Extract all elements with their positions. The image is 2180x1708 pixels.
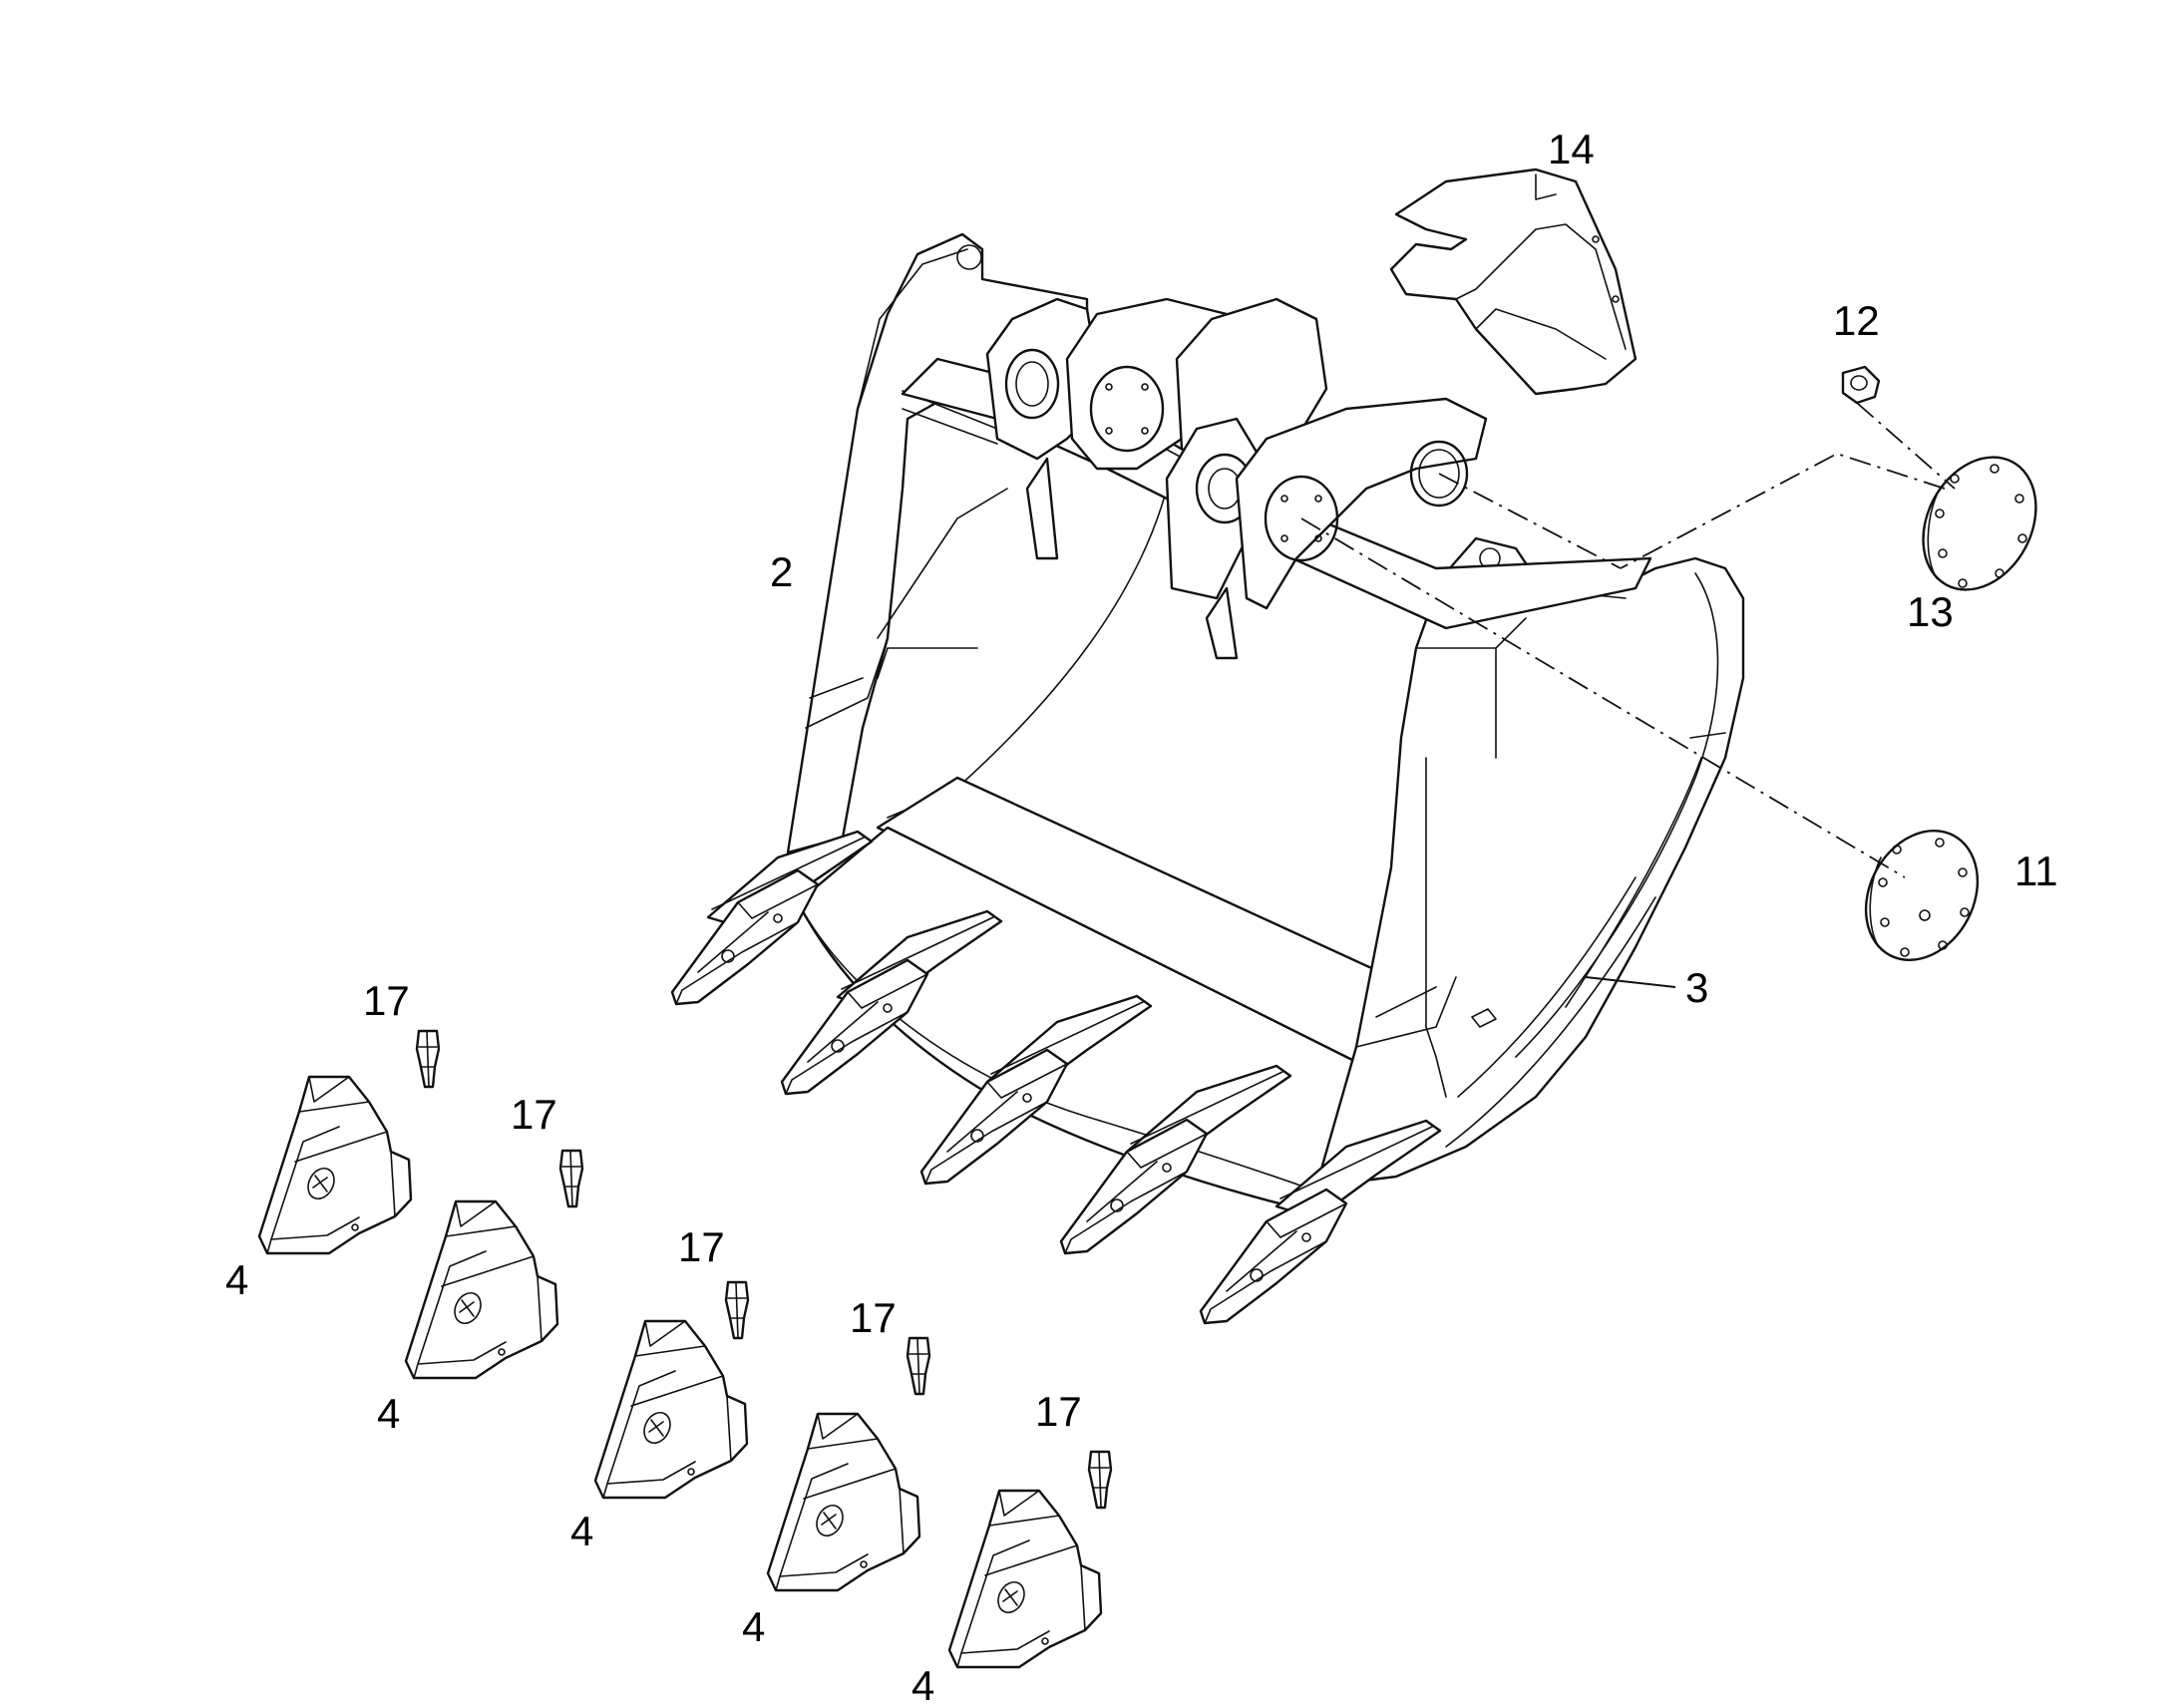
nut-part-12	[1841, 365, 1881, 405]
callout-4-d: 4	[742, 1603, 765, 1650]
callout-4-a: 4	[225, 1256, 248, 1303]
callout-14: 14	[1548, 126, 1595, 172]
leader-line-3	[1585, 976, 1676, 988]
callout-labels: 2 3 11 12 13 14 17 17 17 17 17 4 4 4 4 4	[225, 126, 2058, 1708]
callout-17-b: 17	[511, 1091, 557, 1138]
callout-11: 11	[2014, 848, 2058, 894]
disc-part-13	[1922, 456, 2037, 591]
callout-17-c: 17	[678, 1223, 725, 1270]
callout-2: 2	[770, 548, 793, 595]
teeth-part-4	[257, 1075, 1103, 1669]
callout-17-d: 17	[850, 1294, 897, 1341]
pin-bosses	[985, 297, 1488, 660]
callout-17-e: 17	[1035, 1388, 1082, 1435]
disc-part-11	[1864, 829, 1980, 962]
callout-4-b: 4	[377, 1390, 400, 1437]
callout-4-e: 4	[911, 1662, 934, 1708]
assembly-lines	[1300, 402, 1956, 878]
callout-17-a: 17	[363, 977, 410, 1024]
callout-4-c: 4	[570, 1508, 593, 1554]
callout-13: 13	[1907, 588, 1954, 635]
callout-12: 12	[1833, 297, 1880, 344]
cover-plate-part-14	[1389, 168, 1637, 396]
callout-3: 3	[1685, 964, 1708, 1011]
